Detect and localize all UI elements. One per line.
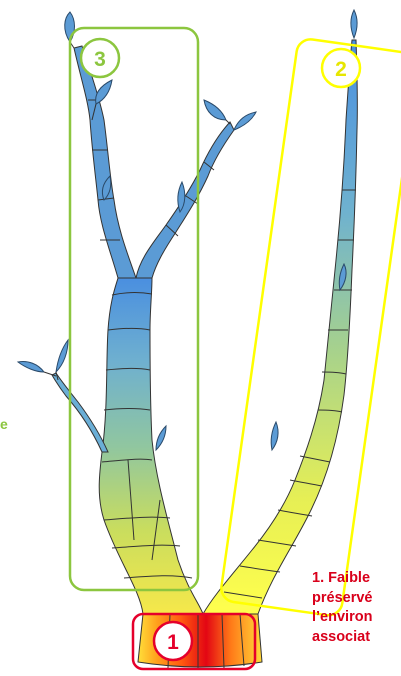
badge-3: 3	[81, 39, 119, 77]
region-box-2	[220, 38, 401, 617]
leaf	[18, 361, 44, 372]
leaf	[96, 80, 112, 104]
caption-line-4: associat	[312, 628, 401, 648]
leaf	[156, 426, 166, 450]
caption-text: 1. Faible préservé l’environ associat	[312, 569, 401, 647]
caption-line-2: préservé	[312, 589, 401, 609]
leaf	[234, 112, 256, 130]
leaf	[351, 10, 357, 38]
leaf	[271, 422, 278, 450]
lower-left-shoot	[52, 373, 108, 452]
left-trunk	[99, 278, 203, 614]
svg-text:2: 2	[335, 58, 347, 81]
leaf	[204, 100, 226, 120]
leaf	[56, 340, 68, 372]
left-branch	[74, 46, 136, 278]
badge-2: 2	[322, 49, 360, 87]
svg-text:1: 1	[167, 631, 179, 654]
badge-1: 1	[154, 622, 192, 660]
caption-line-3: l’environ	[312, 608, 401, 628]
caption-line-1: 1. Faible	[312, 569, 401, 589]
side-text: e	[0, 416, 8, 432]
svg-text:3: 3	[94, 48, 106, 71]
